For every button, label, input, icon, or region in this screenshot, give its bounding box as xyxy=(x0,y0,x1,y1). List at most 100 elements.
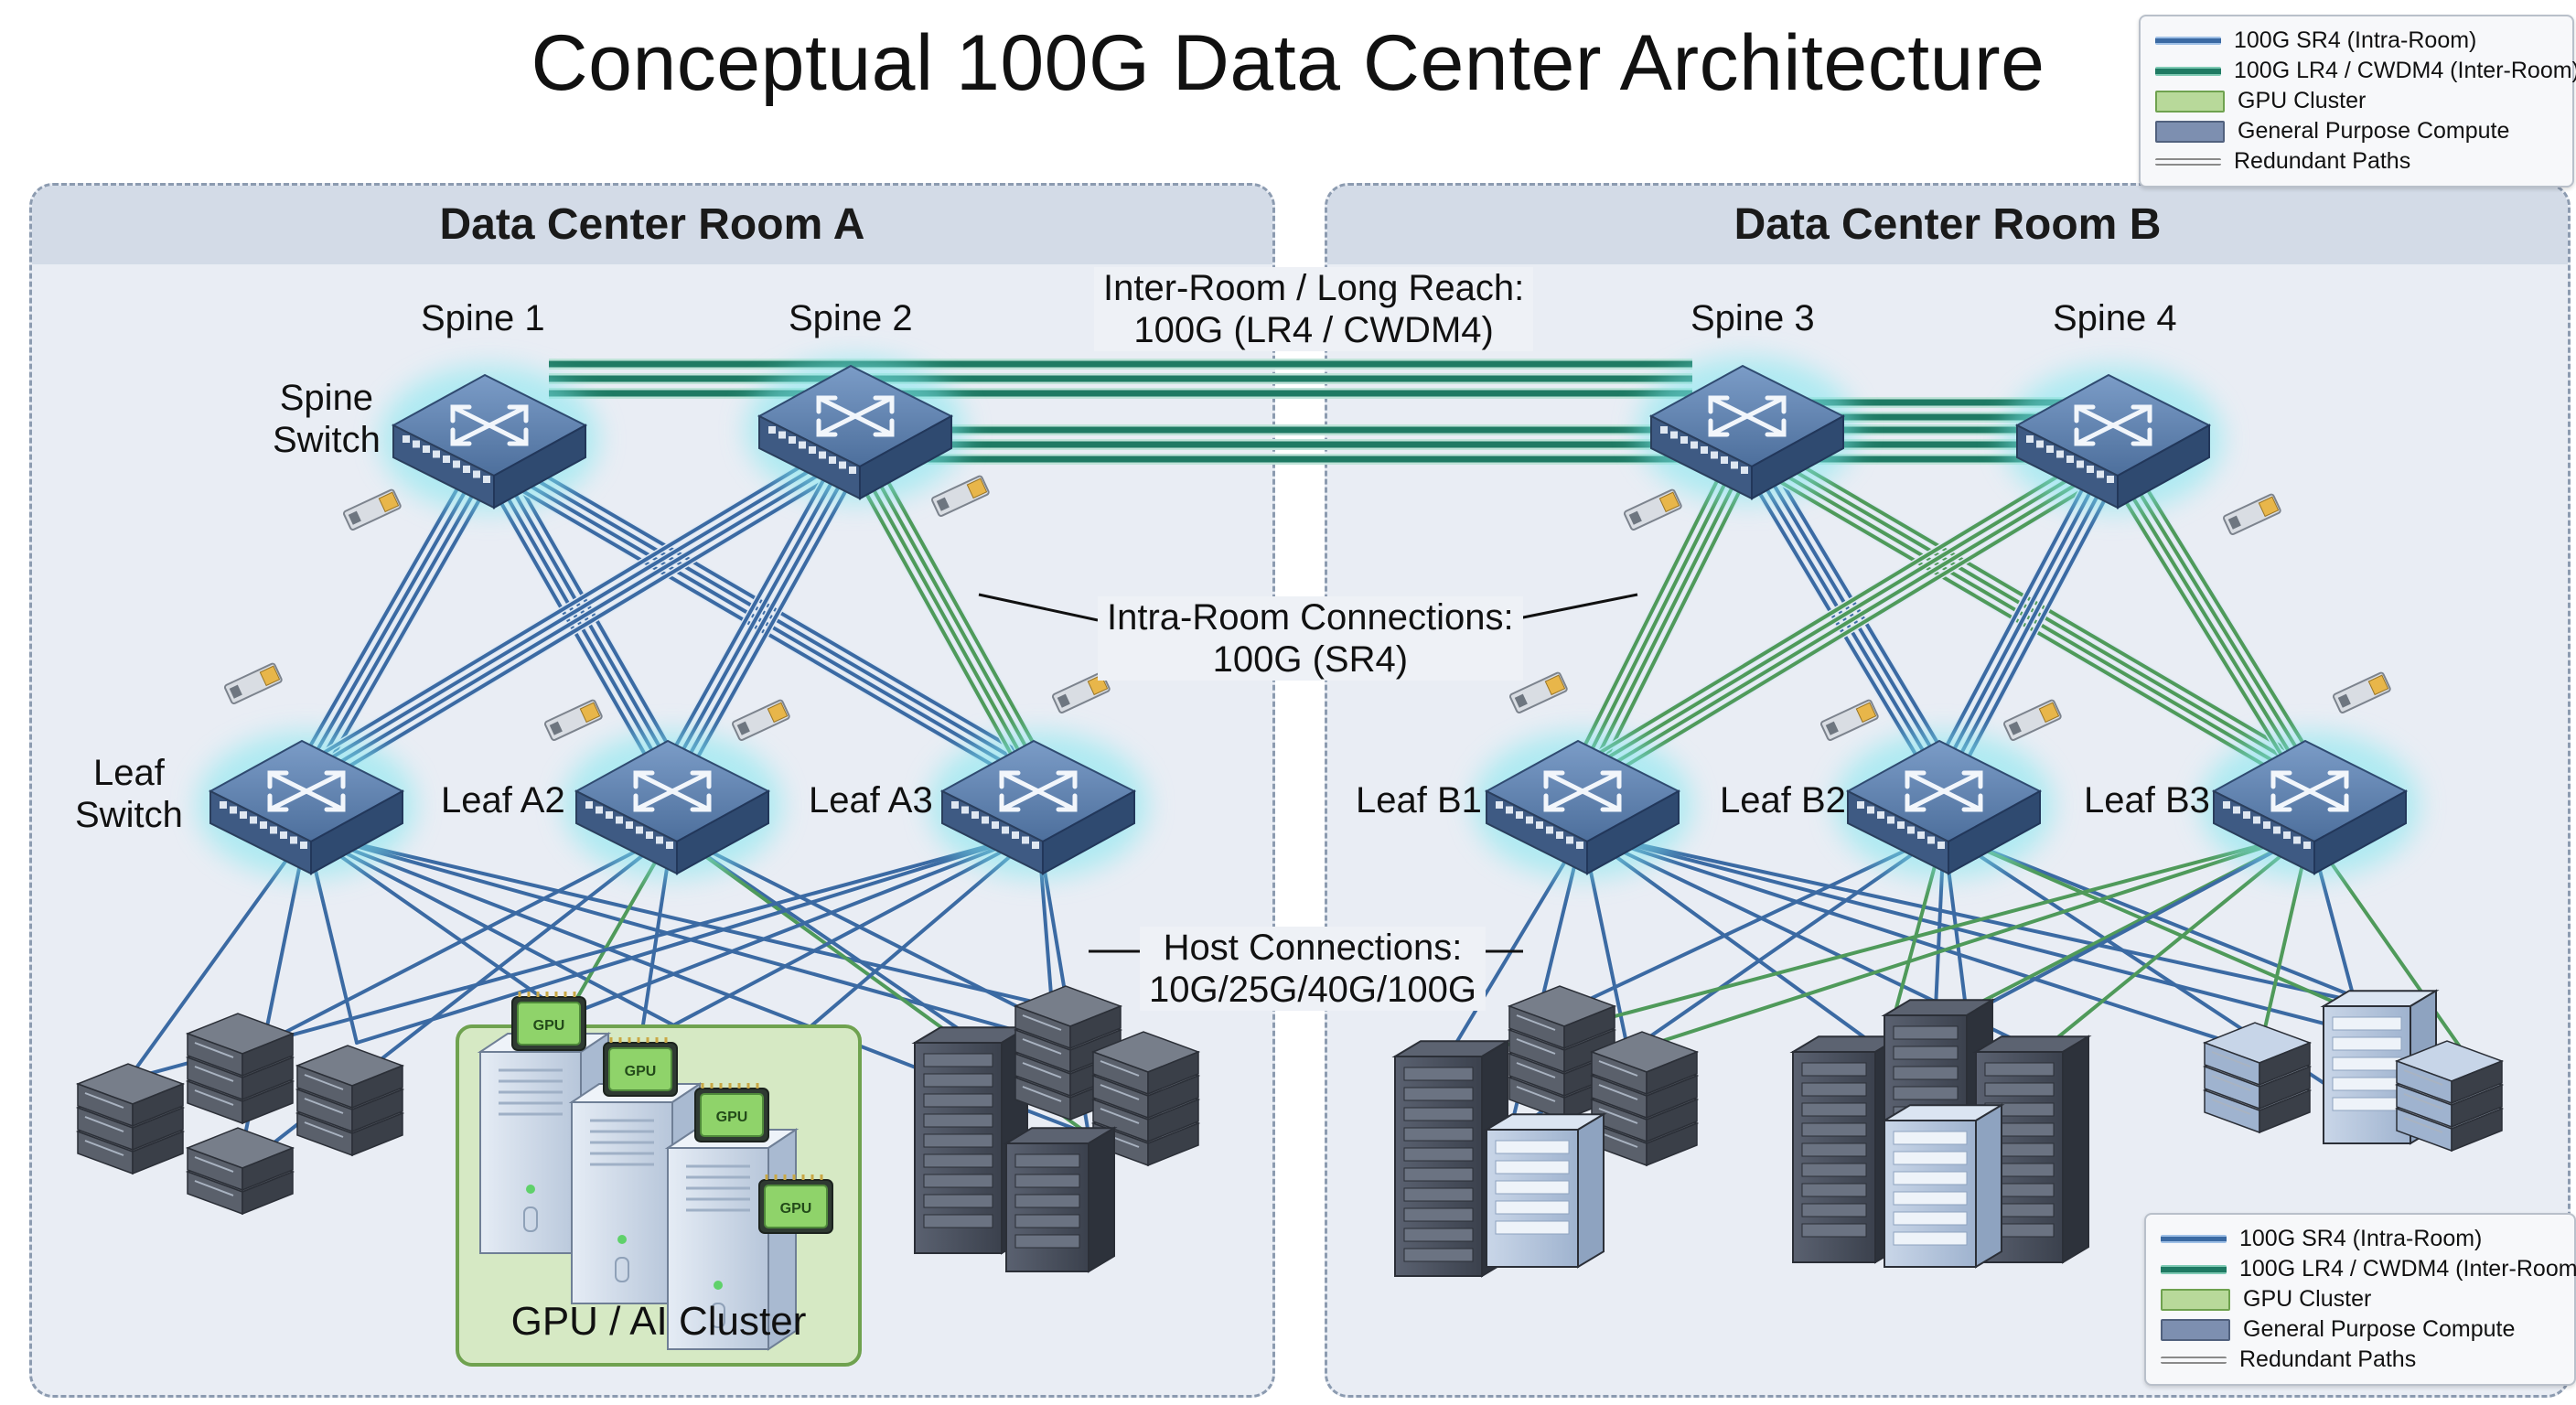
server-rack xyxy=(2320,989,2440,1145)
switch-side xyxy=(2313,789,2407,875)
legend-label: General Purpose Compute xyxy=(2243,1316,2516,1342)
spine-leaf-link xyxy=(1572,443,2123,792)
leaf-b2-label: Leaf B2 xyxy=(1720,780,1846,820)
leaf-switch-b3 xyxy=(2200,732,2420,878)
port xyxy=(585,801,593,809)
host-link xyxy=(305,831,1054,1008)
legend-item-sr4: 100G SR4 (Intra-Room) xyxy=(2161,1224,2560,1254)
gpu-chip-icon: GPU xyxy=(694,1083,769,1142)
host-callout-line2: 10G/25G/40G/100G xyxy=(1149,970,1477,1010)
port xyxy=(1857,801,1864,809)
port xyxy=(1927,836,1935,844)
server-rack xyxy=(1003,1126,1118,1273)
intra-room-callout-line1: Intra-Room Connections: xyxy=(1107,597,1514,638)
port xyxy=(1731,461,1738,469)
legend-swatch-gpu xyxy=(2155,90,2225,113)
fiber-line xyxy=(307,457,495,782)
fiber-line xyxy=(301,453,488,778)
port xyxy=(413,440,420,448)
port xyxy=(240,811,247,819)
port xyxy=(992,821,999,829)
intra-room-callout-line2: 100G (SR4) xyxy=(1212,639,1409,680)
switch-arrows-icon xyxy=(633,770,712,812)
port xyxy=(1536,821,1543,829)
transceiver-icon xyxy=(930,475,990,517)
legend-item-lr4: 100G LR4 / CWDM4 (Inter-Room) xyxy=(2161,1254,2576,1284)
port xyxy=(1701,446,1708,454)
port xyxy=(483,476,490,483)
gpu-cluster-label: GPU / AI Cluster xyxy=(510,1299,807,1344)
port xyxy=(433,450,440,458)
port xyxy=(982,816,989,824)
legend-item-sr4: 100G SR4 (Intra-Room) xyxy=(2155,26,2558,56)
fiber-line xyxy=(1584,448,1754,782)
port xyxy=(778,431,786,439)
port xyxy=(300,842,307,849)
switch-arrows-icon xyxy=(1543,770,1622,812)
legend-swatch-lr4 xyxy=(2161,1264,2227,1274)
host-link xyxy=(305,831,1127,1063)
legend-swatch-sr4 xyxy=(2155,37,2221,45)
server-rack xyxy=(1483,1112,1607,1269)
port xyxy=(443,456,450,463)
room-a-title: Data Center Room A xyxy=(32,186,1272,264)
fiber-line xyxy=(1945,457,2119,782)
fiber-line xyxy=(1576,444,1745,778)
legend-item-redundant: Redundant Paths xyxy=(2161,1345,2560,1375)
port xyxy=(473,470,480,478)
leader-line xyxy=(1508,593,1638,622)
port xyxy=(1032,842,1039,849)
port xyxy=(453,460,460,468)
transceiver-icon xyxy=(223,662,283,704)
spine-switch-label-line1: Spine xyxy=(279,378,374,418)
leaf-switch-b2 xyxy=(1834,732,2054,878)
fiber-line xyxy=(2100,462,2302,787)
spine-3-label: Spine 3 xyxy=(1690,298,1815,338)
fiber-line xyxy=(1574,445,2109,769)
port xyxy=(270,826,277,834)
fiber-line xyxy=(1592,452,1761,786)
host-link xyxy=(1942,831,2389,1127)
transceiver-icon xyxy=(342,488,402,531)
port xyxy=(1690,441,1698,449)
port xyxy=(951,801,959,809)
port xyxy=(1917,831,1925,839)
port xyxy=(2097,470,2104,478)
legend-label: 100G LR4 / CWDM4 (Inter-Room) xyxy=(2234,58,2576,83)
port xyxy=(2253,816,2260,824)
port xyxy=(2036,440,2044,448)
gpu-chip-label: GPU xyxy=(780,1201,812,1217)
spine-leaf-link xyxy=(296,434,865,792)
legend-item-redundant: Redundant Paths xyxy=(2155,146,2558,177)
fiber-line xyxy=(302,443,855,777)
switch-layer xyxy=(197,357,2420,878)
port xyxy=(2223,801,2230,809)
leader-line xyxy=(978,593,1099,622)
gpu-chip-icon: GPU xyxy=(758,1174,833,1234)
spine-switch-s2 xyxy=(746,357,965,503)
port xyxy=(2243,811,2250,819)
transceiver-icon xyxy=(2222,493,2281,535)
switch-arrows-icon xyxy=(2074,404,2152,446)
legend-label: GPU Cluster xyxy=(2238,88,2367,113)
port xyxy=(230,806,237,814)
fiber-line xyxy=(1583,458,2118,783)
switch-arrows-icon xyxy=(1708,395,1787,437)
legend-swatch-general xyxy=(2155,120,2225,143)
port xyxy=(596,806,603,814)
port xyxy=(606,811,613,819)
spine-switch-label-line2: Switch xyxy=(273,420,381,460)
port xyxy=(2283,831,2291,839)
leaf-switch-a2 xyxy=(563,732,782,878)
inter-room-callout: Inter-Room / Long Reach: 100G (LR4 / CWD… xyxy=(1094,267,1534,351)
switch-arrows-icon xyxy=(1905,770,1983,812)
leaf-b3-label: Leaf B3 xyxy=(2084,780,2210,820)
fiber-line xyxy=(1586,466,2121,790)
transceiver-icon xyxy=(731,699,790,741)
port xyxy=(799,441,806,449)
spine-1-label: Spine 1 xyxy=(421,298,545,338)
port xyxy=(290,836,297,844)
port xyxy=(1711,451,1718,459)
gpu-chip-label: GPU xyxy=(716,1110,748,1125)
fiber-line xyxy=(850,448,1037,782)
